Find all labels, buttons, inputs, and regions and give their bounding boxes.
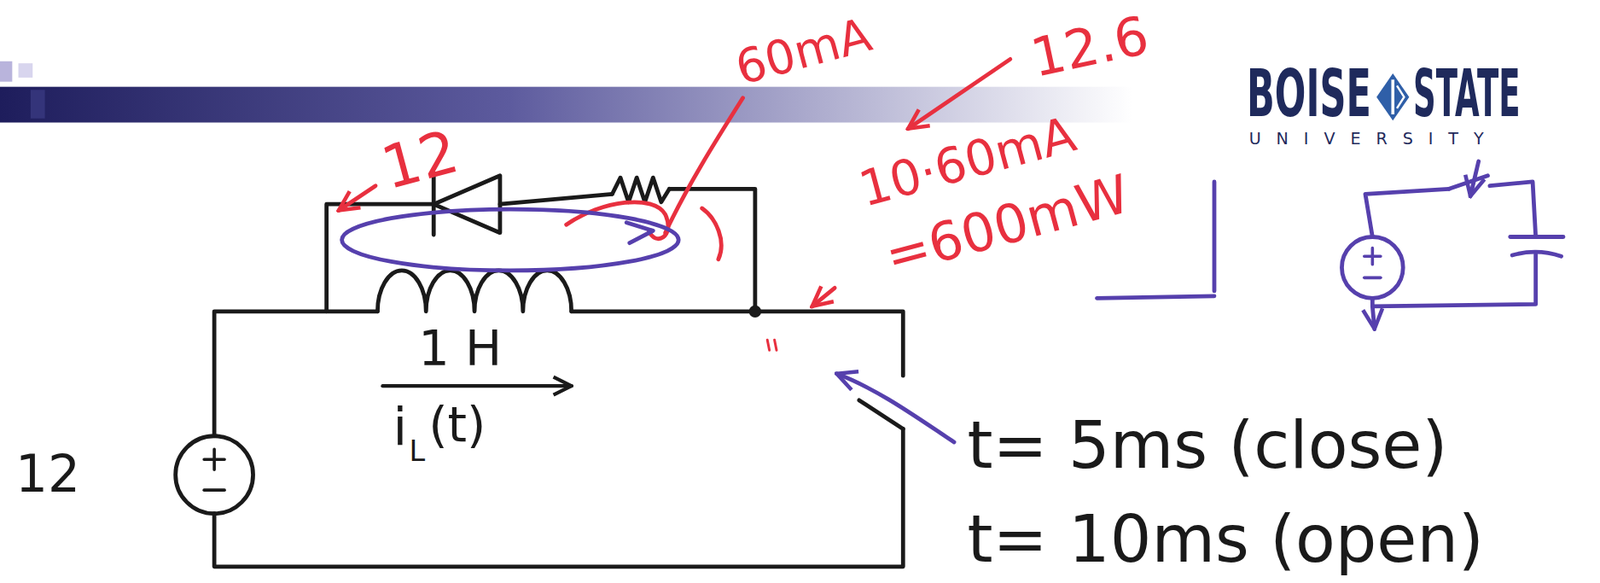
wire	[1489, 181, 1536, 238]
header-square	[0, 61, 12, 82]
switch-timing: t= 5ms (close)	[967, 413, 1449, 479]
source-voltage: 12	[15, 448, 81, 501]
sketch-line	[1096, 296, 1215, 298]
current-subscript: L	[409, 436, 426, 466]
current-argument: (t)	[428, 400, 486, 449]
current-symbol: i	[392, 401, 408, 454]
tick-mark	[767, 339, 777, 350]
logo-subtext: UNIVERSITY	[1249, 130, 1500, 147]
current-loop	[566, 202, 669, 239]
loop-arrow	[626, 222, 653, 244]
minus-sign	[1364, 276, 1381, 280]
logo-diamond	[1376, 73, 1409, 121]
switch-arrow	[1470, 161, 1479, 197]
annotation-arrow	[907, 58, 1011, 128]
logo-text: STATE	[1413, 61, 1521, 128]
inductor-symbol	[377, 270, 571, 312]
wire	[1372, 254, 1536, 307]
current-arrow	[382, 384, 571, 388]
switch-symbol	[1448, 175, 1488, 190]
annotation-arrow	[338, 186, 376, 211]
current-loop	[702, 208, 722, 260]
logo-diamond	[1390, 79, 1395, 115]
wire	[669, 188, 755, 312]
logo-diamond	[1396, 85, 1404, 108]
plus-sign	[203, 448, 225, 470]
annotation-arrow	[812, 287, 835, 307]
logo-text: BOISE	[1246, 61, 1372, 128]
wire	[214, 428, 903, 566]
voltage-note: 12.6	[1026, 8, 1153, 86]
voltage-note: 12	[376, 122, 465, 199]
current-note: 60mA	[731, 11, 877, 94]
switch-timing: t= 10ms (open)	[967, 506, 1484, 573]
header-square	[30, 89, 46, 118]
resistor-symbol	[611, 177, 670, 203]
junction-dot	[749, 305, 762, 318]
switch-arrow	[837, 373, 955, 443]
inductance-value: 1 H	[418, 324, 502, 373]
voltage-source	[1341, 237, 1403, 299]
wire	[1365, 188, 1449, 237]
annotation-line	[665, 98, 744, 233]
sketch-line	[1212, 181, 1217, 291]
wire	[500, 193, 613, 204]
plus-sign	[1364, 248, 1381, 265]
capacitor-symbol	[1510, 234, 1564, 239]
voltage-source	[175, 436, 254, 514]
wire	[214, 311, 378, 437]
minus-sign	[203, 488, 225, 492]
ground-arrow	[1372, 306, 1374, 329]
wire	[571, 311, 904, 376]
loop-ellipse	[342, 209, 680, 271]
header-square	[18, 63, 34, 78]
